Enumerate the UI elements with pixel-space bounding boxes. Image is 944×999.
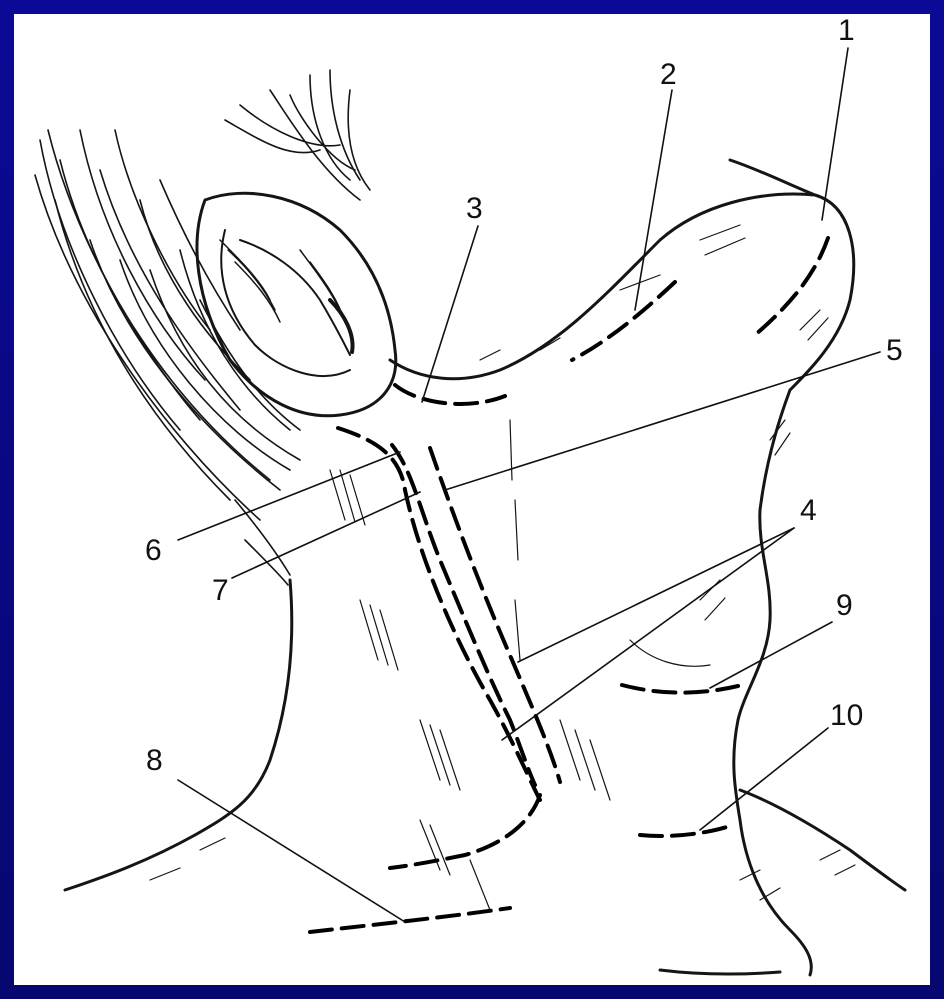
neck-outline [65,580,905,975]
ear [197,193,396,416]
leader-4b [502,528,794,740]
label-10: 10 [830,699,863,732]
leader-7 [232,492,420,578]
leader-1 [822,48,848,220]
label-5: 5 [886,334,903,367]
face-outline [390,160,854,820]
label-9: 9 [836,589,853,622]
incision-10 [640,826,730,836]
hair-strands [35,70,370,585]
incision-2 [572,282,675,360]
label-7: 7 [212,574,229,607]
leader-10 [700,728,828,830]
leader-3 [422,226,478,402]
incision-8 [310,908,510,932]
label-4: 4 [800,494,817,527]
incision-3 [395,385,505,404]
incision-lines [310,238,828,932]
leader-9 [710,622,832,688]
incision-9 [622,685,738,693]
leader-6 [178,452,400,540]
label-2: 2 [660,58,677,91]
incision-sternocleidomastoid-back [430,448,560,782]
leader-8 [178,780,405,922]
incision-sternocleidomastoid-mid [392,445,535,785]
incision-1 [755,238,828,335]
incision-sternocleidomastoid-front [338,428,540,800]
label-3: 3 [466,192,483,225]
label-8: 8 [146,744,163,777]
leader-4a [518,528,794,662]
label-6: 6 [145,534,162,567]
incision-lower-oblique [390,795,540,868]
label-1: 1 [838,14,855,47]
